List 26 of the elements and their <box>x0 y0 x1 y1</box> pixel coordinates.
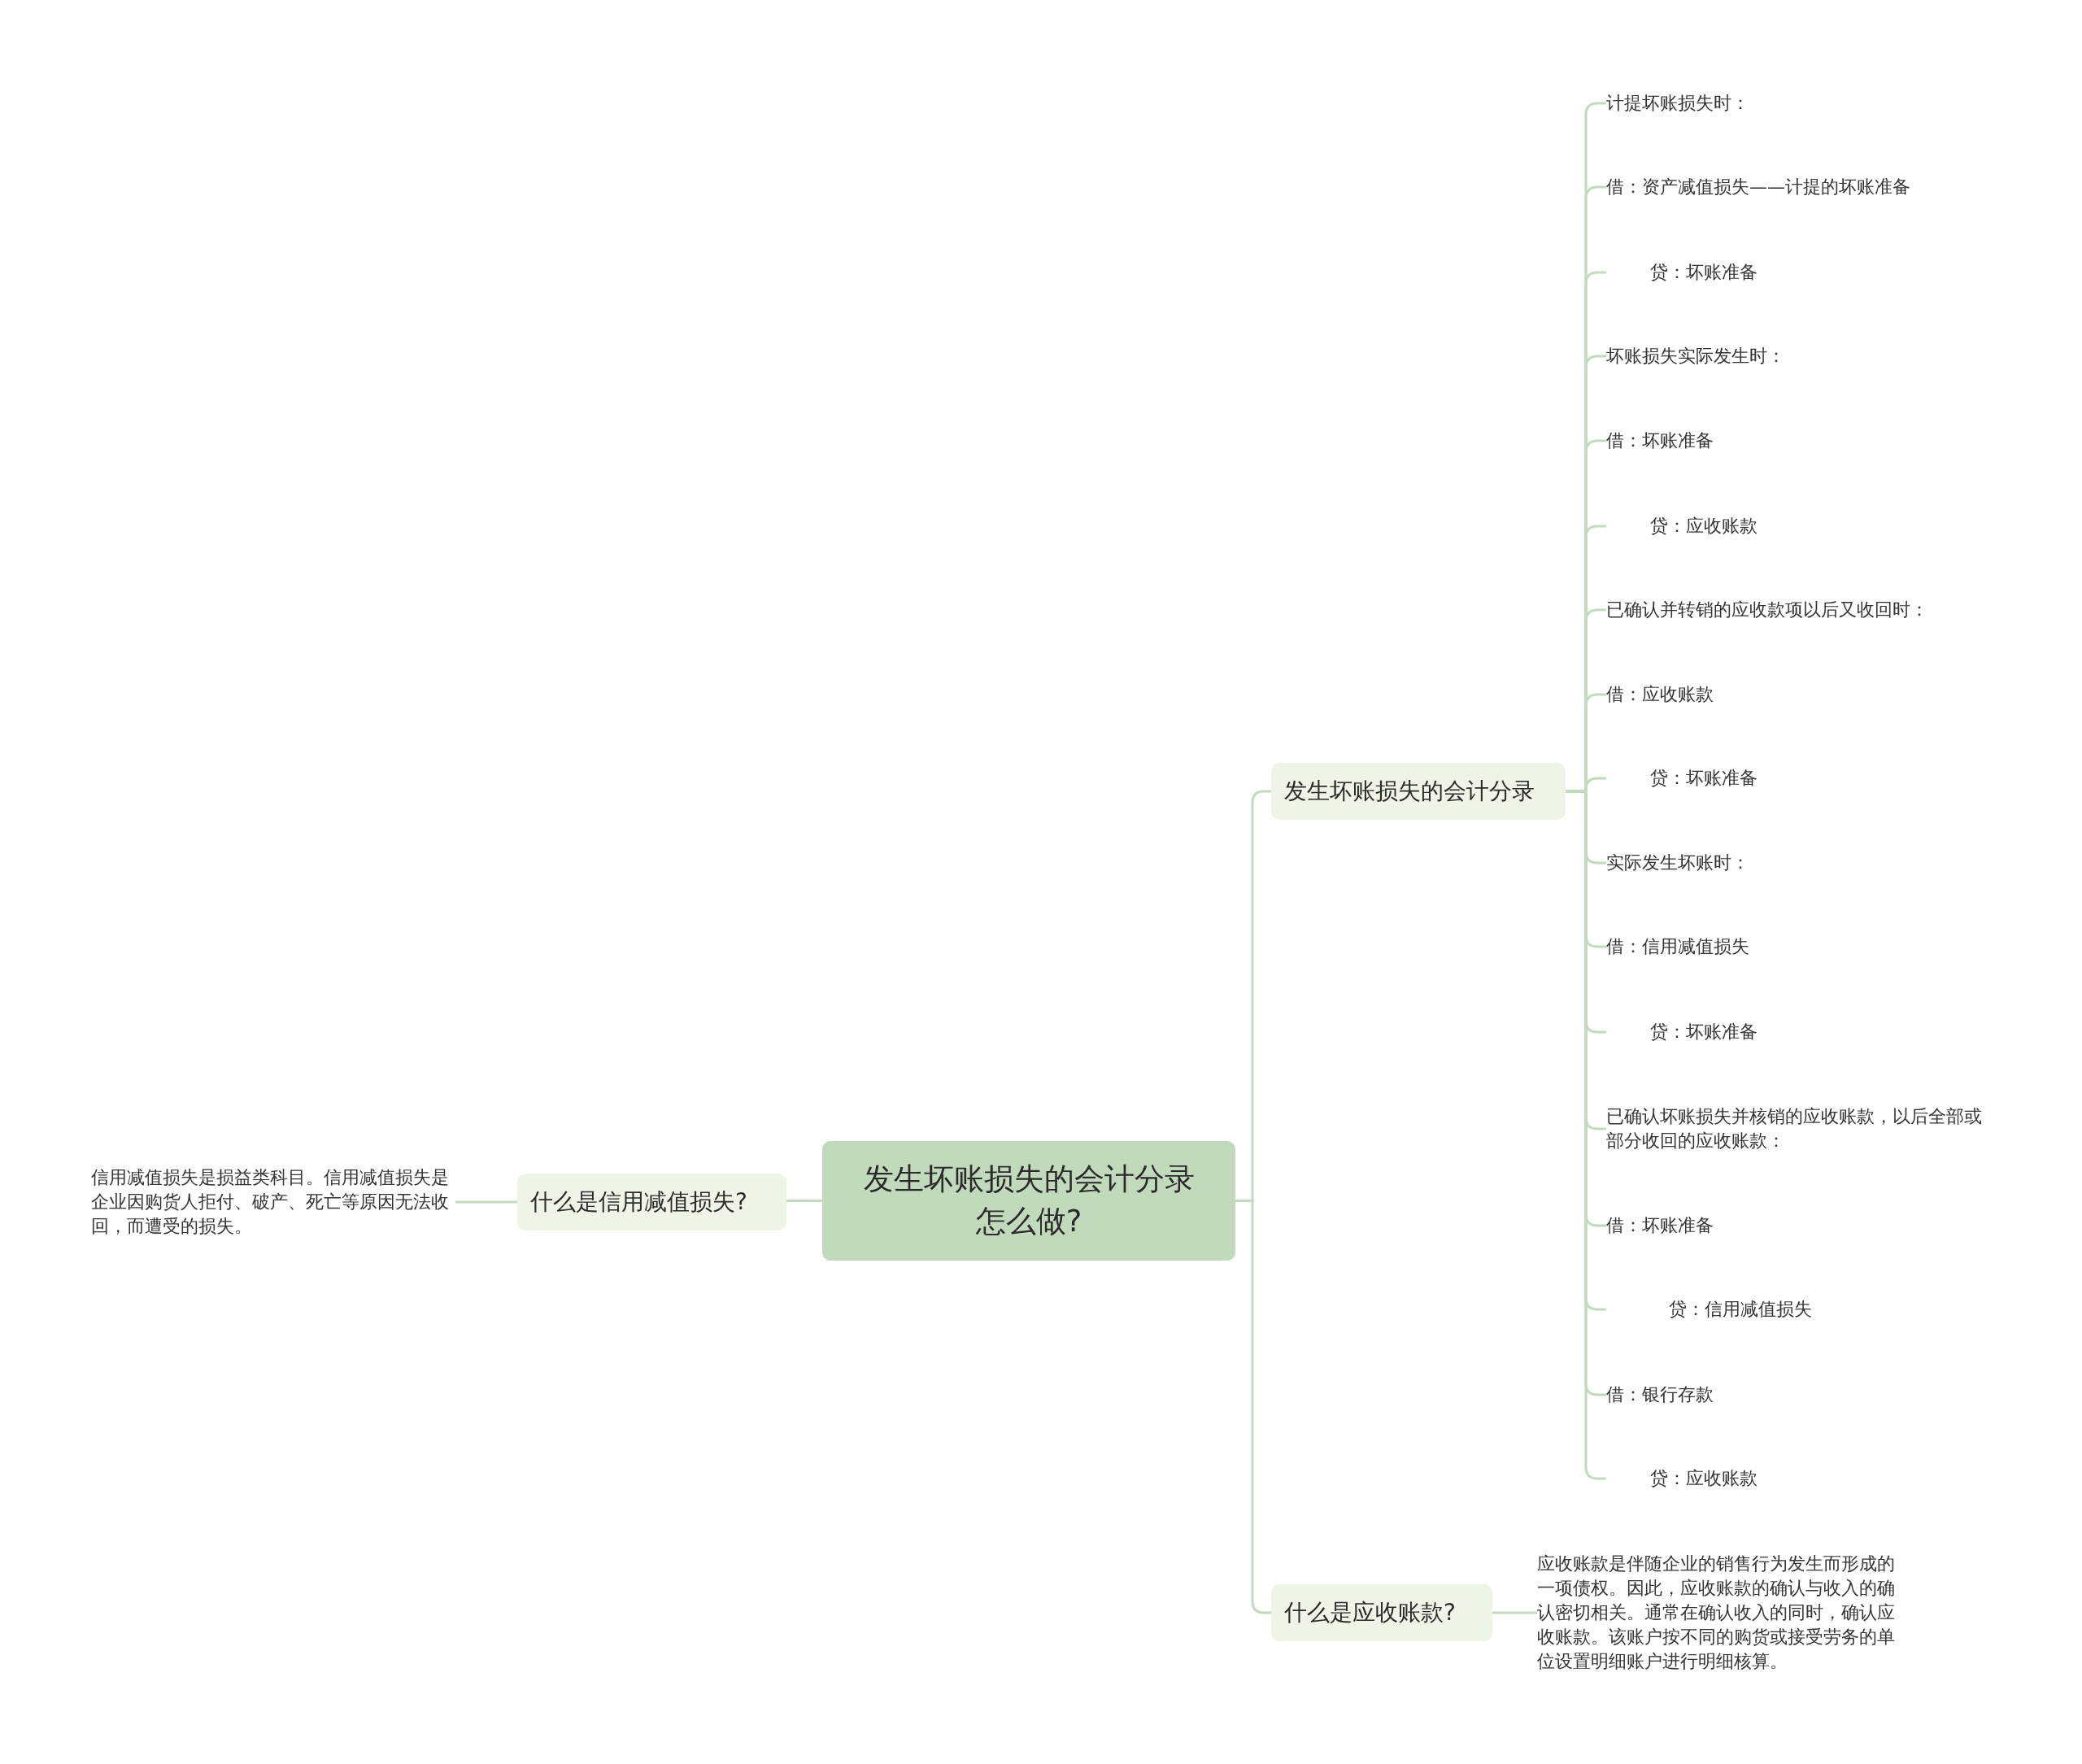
leaf-text: 已确认并转销的应收款项以后又收回时： <box>1606 598 1928 622</box>
connector <box>454 1200 517 1204</box>
leaf-text: 借：资产减值损失——计提的坏账准备 <box>1606 175 1910 199</box>
leaf-text: 贷：应收账款 <box>1650 514 1758 538</box>
branch-topic: 发生坏账损失的会计分录 <box>1271 763 1566 820</box>
branch-topic: 什么是信用减值损失? <box>517 1174 786 1230</box>
leaf-text: 借：坏账准备 <box>1606 1213 1714 1238</box>
leaf-text: 坏账损失实际发生时： <box>1606 344 1785 368</box>
leaf-text: 已确认坏账损失并核销的应收账款，以后全部或部分收回的应收账款： <box>1606 1104 1993 1153</box>
leaf-text: 借：银行存款 <box>1606 1383 1714 1407</box>
leaf-text: 贷：坏账准备 <box>1650 260 1758 285</box>
leaf-text: 实际发生坏账时： <box>1606 851 1749 875</box>
leaf-text: 贷：信用减值损失 <box>1669 1297 1812 1322</box>
leaf-text: 借：坏账准备 <box>1606 429 1714 453</box>
central-topic: 发生坏账损失的会计分录怎么做? <box>822 1140 1235 1261</box>
note-text: 信用减值损失是损益类科目。信用减值损失是企业因购货人拒付、破产、死亡等原因无法收回，而遭受的损失。 <box>91 1165 455 1239</box>
leaf-text: 借：信用减值损失 <box>1606 934 1749 959</box>
leaf-text: 贷：坏账准备 <box>1650 766 1758 791</box>
connector <box>1492 1611 1539 1614</box>
branch-topic: 什么是应收账款? <box>1271 1584 1492 1641</box>
leaf-text: 贷：应收账款 <box>1650 1466 1758 1491</box>
leaf-text: 计提坏账损失时： <box>1606 91 1749 115</box>
connector <box>785 1200 822 1202</box>
leaf-text: 贷：坏账准备 <box>1650 1020 1758 1044</box>
note-text: 应收账款是伴随企业的销售行为发生而形成的一项债权。因此，应收账款的确认与收入的确认密切相关。通常在确认收入的同时，确认应收账款。该账户按不同的购货或接受劳务的单位设置明细账户进行明细核算。 <box>1537 1552 1901 1674</box>
leaf-text: 借：应收账款 <box>1606 682 1714 707</box>
